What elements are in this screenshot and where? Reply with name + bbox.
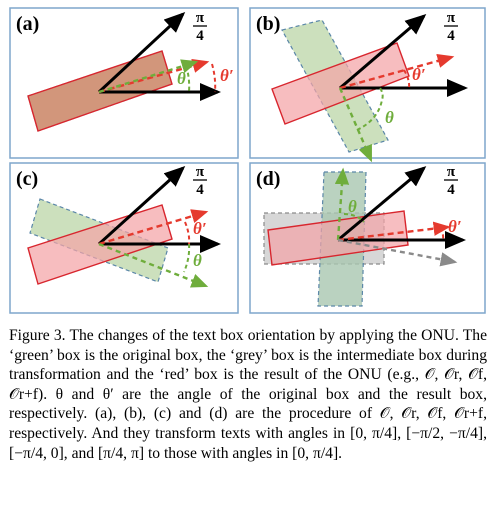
intermediate-angle-arrow	[337, 238, 458, 267]
original-angle-arrow	[338, 87, 373, 163]
theta-prime-arc	[403, 69, 411, 89]
panel-a: (a) π 4 θ θ′	[9, 7, 239, 159]
theta-prime-arc	[439, 227, 445, 241]
svg-text:4: 4	[447, 28, 455, 44]
theta-prime-label: θ′	[220, 66, 234, 85]
original-angle-arrow	[98, 59, 199, 94]
panel-d: (d) π 4 θ θ′	[249, 162, 486, 314]
figure-diagram: (a) π 4 θ θ′ (b) π 4 θ′ θ	[9, 7, 486, 314]
theta-arc	[185, 65, 191, 93]
theta-prime-label: θ′	[193, 219, 207, 238]
result-angle-arrow	[337, 221, 451, 242]
panel-label: (d)	[256, 168, 280, 190]
theta-label: θ	[177, 69, 186, 88]
pi-over-4-label: π 4	[193, 164, 207, 198]
original-angle-arrow	[98, 242, 209, 288]
svg-text:π: π	[196, 164, 205, 180]
pi-over-4-arrow	[97, 165, 186, 246]
svg-text:π: π	[447, 164, 456, 180]
panel-b: (b) π 4 θ′ θ	[249, 7, 486, 163]
pi-over-4-label: π 4	[193, 10, 207, 44]
result-box-red	[271, 42, 410, 125]
panel-label: (c)	[16, 168, 38, 190]
pi-over-4-arrow	[339, 14, 427, 90]
svg-text:π: π	[196, 10, 205, 26]
theta-arc	[343, 213, 365, 223]
theta-arc	[356, 87, 384, 131]
pi-over-4-arrow	[97, 11, 186, 94]
theta-label: θ	[385, 108, 394, 127]
theta-prime-label: θ′	[412, 65, 426, 84]
svg-text:4: 4	[196, 28, 204, 44]
result-angle-arrow	[98, 209, 209, 246]
panel-c: (c) π 4 θ′ θ	[9, 162, 239, 314]
svg-text:4: 4	[196, 182, 204, 198]
pi-over-4-label: π 4	[444, 164, 458, 198]
theta-prime-label: θ′	[448, 217, 462, 236]
pi-over-4-label: π 4	[444, 10, 458, 44]
svg-text:4: 4	[447, 182, 455, 198]
panel-label: (a)	[16, 13, 39, 35]
original-angle-arrow	[334, 167, 350, 241]
theta-label: θ	[348, 197, 357, 216]
figure-caption: Figure 3. The changes of the text box or…	[9, 327, 487, 462]
theta-prime-arc	[184, 221, 191, 245]
theta-arc	[183, 243, 191, 273]
theta-label: θ	[193, 251, 202, 270]
svg-text:π: π	[447, 10, 456, 26]
theta-prime-arc	[211, 63, 217, 93]
panel-label: (b)	[256, 13, 280, 35]
pi-over-4-arrow	[337, 166, 427, 242]
